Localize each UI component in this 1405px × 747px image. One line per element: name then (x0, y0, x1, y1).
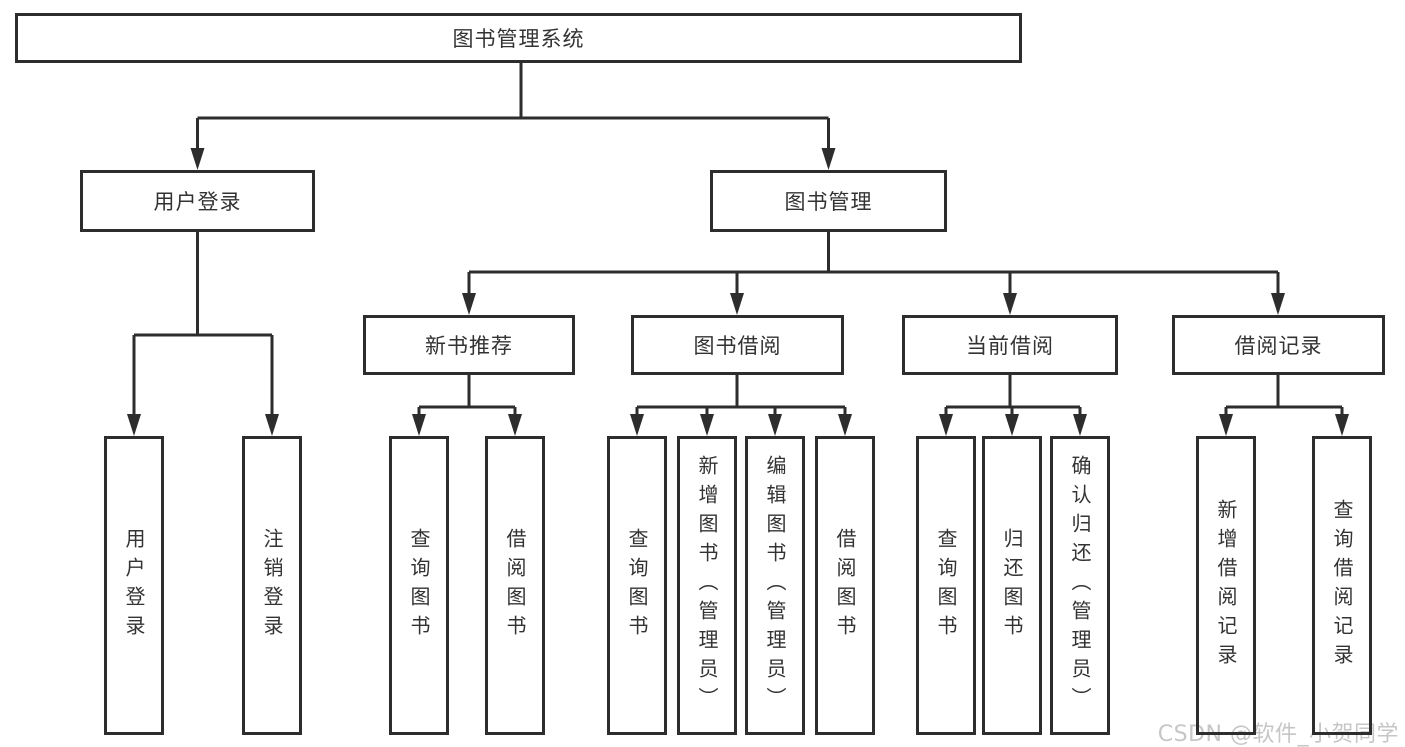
leaf-borrow-edit-book-admin: 编辑图书（管理员） (745, 436, 805, 735)
leaf-label: 用户登录 (122, 527, 146, 644)
leaf-record-query-borrow-record: 查询借阅记录 (1312, 436, 1372, 735)
leaf-label: 注销登录 (260, 527, 284, 644)
leaf-current-return-book: 归还图书 (982, 436, 1042, 735)
leaf-recommend-borrow-book: 借阅图书 (485, 436, 545, 735)
arrowhead (821, 148, 836, 170)
leaf-label: 新增图书（管理员） (695, 455, 719, 716)
arrowhead (1073, 414, 1087, 436)
leaf-borrow-query-book: 查询图书 (607, 436, 667, 735)
node-book-management: 图书管理 (710, 170, 947, 232)
leaf-label: 查询图书 (625, 527, 649, 644)
arrowhead (1003, 293, 1017, 315)
arrowhead (1335, 414, 1349, 436)
leaf-label: 编辑图书（管理员） (763, 455, 787, 716)
connector-book-management-to-level3 (462, 232, 1285, 315)
node-new-book-recommend: 新书推荐 (363, 315, 575, 375)
node-current-borrow: 当前借阅 (902, 315, 1118, 375)
leaf-label: 查询图书 (934, 527, 958, 644)
leaf-label: 确认归还（管理员） (1068, 455, 1092, 716)
leaf-current-query-book: 查询图书 (916, 436, 976, 735)
arrowhead (1005, 414, 1019, 436)
connector-record-to-leaves (1219, 375, 1349, 436)
arrowhead (462, 293, 476, 315)
connector-user-login-to-leaves (127, 232, 279, 436)
arrowhead (700, 414, 714, 436)
arrowhead (939, 414, 953, 436)
leaf-logout: 注销登录 (242, 436, 302, 735)
arrowhead (508, 414, 522, 436)
node-book-borrow: 图书借阅 (631, 315, 844, 375)
leaf-borrow-borrow-book: 借阅图书 (815, 436, 875, 735)
leaf-label: 归还图书 (1000, 527, 1024, 644)
leaf-label: 查询借阅记录 (1330, 498, 1354, 673)
connector-recommend-to-leaves (412, 375, 522, 436)
node-user-login: 用户登录 (80, 170, 315, 232)
csdn-watermark: CSDN @软件_小贺同学 (1157, 722, 1399, 747)
leaf-label: 借阅图书 (833, 527, 857, 644)
leaf-label: 新增借阅记录 (1214, 498, 1238, 673)
arrowhead (412, 414, 426, 436)
arrowhead (265, 414, 279, 436)
leaf-label: 查询图书 (407, 527, 431, 644)
arrowhead (730, 293, 744, 315)
leaf-record-add-borrow-record: 新增借阅记录 (1196, 436, 1256, 735)
node-library-management-system: 图书管理系统 (15, 13, 1022, 63)
leaf-label: 借阅图书 (503, 527, 527, 644)
arrowhead (1271, 293, 1285, 315)
arrowhead (127, 414, 141, 436)
leaf-recommend-query-book: 查询图书 (389, 436, 449, 735)
arrowhead (768, 414, 782, 436)
leaf-current-confirm-return-admin: 确认归还（管理员） (1050, 436, 1110, 735)
arrowhead (1219, 414, 1233, 436)
arrowhead (190, 148, 205, 170)
node-borrow-records: 借阅记录 (1172, 315, 1385, 375)
leaf-user-login: 用户登录 (104, 436, 164, 735)
leaf-borrow-add-book-admin: 新增图书（管理员） (677, 436, 737, 735)
arrowhead (630, 414, 644, 436)
arrowhead (838, 414, 852, 436)
connector-root-to-level2 (190, 63, 836, 170)
connector-borrow-to-leaves (630, 375, 852, 436)
connector-current-to-leaves (939, 375, 1087, 436)
